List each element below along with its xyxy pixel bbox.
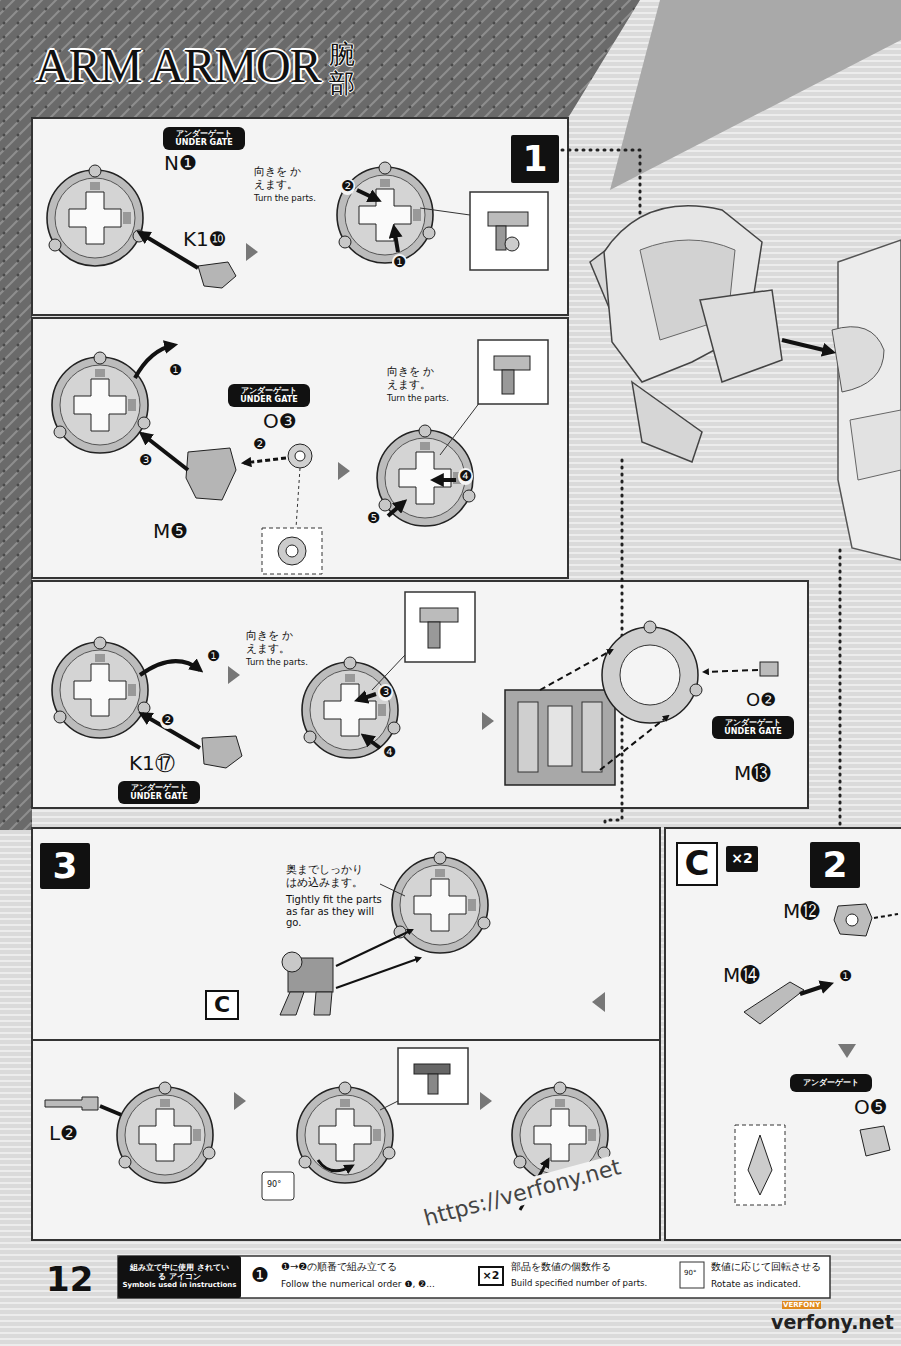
instruction-note: Turn the parts. [253,194,317,204]
part-name: O❺ [853,1096,889,1119]
under-gate-badge: アンダーゲートUNDER GATE [712,716,794,739]
part-name: M❺ [152,520,189,543]
instruction-note: 向きを かえます。 [386,366,446,391]
legend-text: Rotate as indicated. [710,1279,802,1289]
callout-number: ❷ [340,178,355,195]
callout-number: ❶ [168,362,183,379]
under-gate-badge: アンダーゲートUNDER GATE [228,384,310,407]
node-text: C [685,845,710,882]
callout-number: ❷ [252,436,267,453]
step-number: 3 [40,843,90,889]
node-text: アンダーゲート [176,130,232,139]
callout-number: ❺ [366,510,381,527]
callout-number: ❹ [382,744,397,761]
callout-number: ❷ [160,712,175,729]
page-title: ARM ARMOR [35,40,321,93]
part-name: M⓬ [782,900,821,923]
node-text: 2 [822,845,847,885]
node-text: アンダーゲート [241,387,297,396]
under-gate-badge: アンダーゲートUNDER GATE [163,127,245,150]
step-number: 1 [511,135,559,183]
node-text: アンダーゲート [725,719,781,728]
part-name: K1⑰ [128,752,176,775]
watermark: VERFONY [782,1301,821,1309]
node-text: 組み立て中に使用 されている アイコン [128,1264,232,1282]
node-text: アンダーゲート [803,1079,859,1088]
legend-text: 数値に応じて回転させる [710,1261,822,1273]
instruction-note: 奥までしっかり はめ込みます。 [285,864,373,889]
legend-text: 90° [683,1269,697,1277]
legend-text: Follow the numerical order ❶, ❷... [280,1279,436,1289]
node-text: UNDER GATE [724,728,781,737]
page-number: 12 [45,1260,94,1299]
callout-number: ❸ [138,452,153,469]
legend-text: ❶ [250,1264,270,1287]
subassembly-tag: C [205,990,239,1020]
callout-number: ❶ [206,648,221,665]
part-name: O❷ [745,690,777,711]
instruction-note: Turn the parts. [245,658,309,668]
node-text: UNDER GATE [130,793,187,802]
callout-number: ❸ [378,684,393,701]
legend-heading: 組み立て中に使用 されている アイコンSymbols used in instr… [118,1256,241,1298]
node-text: UNDER GATE [240,396,297,405]
node-text: ×2 [483,1270,500,1282]
node-text: 1 [522,139,547,179]
node-text: Symbols used in instructions [122,1282,236,1290]
under-gate-badge: アンダーゲートUNDER GATE [118,781,200,804]
part-name: O❸ [262,410,298,433]
part-name: M⓮ [722,964,761,987]
vertical-heading: 腕部 [329,40,355,97]
instruction-note: 90° [266,1180,282,1189]
instruction-note: 向きを かえます。 [245,630,305,655]
instruction-note: 向きを かえます。 [253,166,313,191]
watermark: https://verfony.net [420,1154,624,1231]
quantity-icon: ×2 [478,1266,504,1286]
callout-number: ❶ [838,968,853,985]
watermark: verfony.net [770,1312,895,1334]
legend-text: Build specified number of parts. [510,1279,648,1289]
legend-text: ❶→❷の順番で組み立てる [280,1261,398,1273]
instruction-note: Tightly fit the parts as far as they wil… [285,894,387,929]
part-name: K1❿ [182,228,228,251]
part-name: N❶ [163,152,198,175]
subassembly-tag: C [676,842,718,886]
part-name: L❷ [48,1122,79,1145]
quantity-badge: ×2 [726,846,758,872]
step-number: 2 [810,842,860,888]
node-text: 3 [52,846,77,886]
callout-number: ❶ [392,254,407,271]
node-text: アンダーゲート [131,784,187,793]
instruction-note: Turn the parts. [386,394,450,404]
node-text: ×2 [731,851,752,866]
under-gate-badge: アンダーゲート [790,1074,872,1092]
callout-number: ❹ [458,468,473,485]
node-text: UNDER GATE [175,139,232,148]
part-name: M⓭ [733,762,772,785]
node-text: C [214,993,230,1017]
legend-text: 部品を数値の個数作る [510,1261,612,1273]
